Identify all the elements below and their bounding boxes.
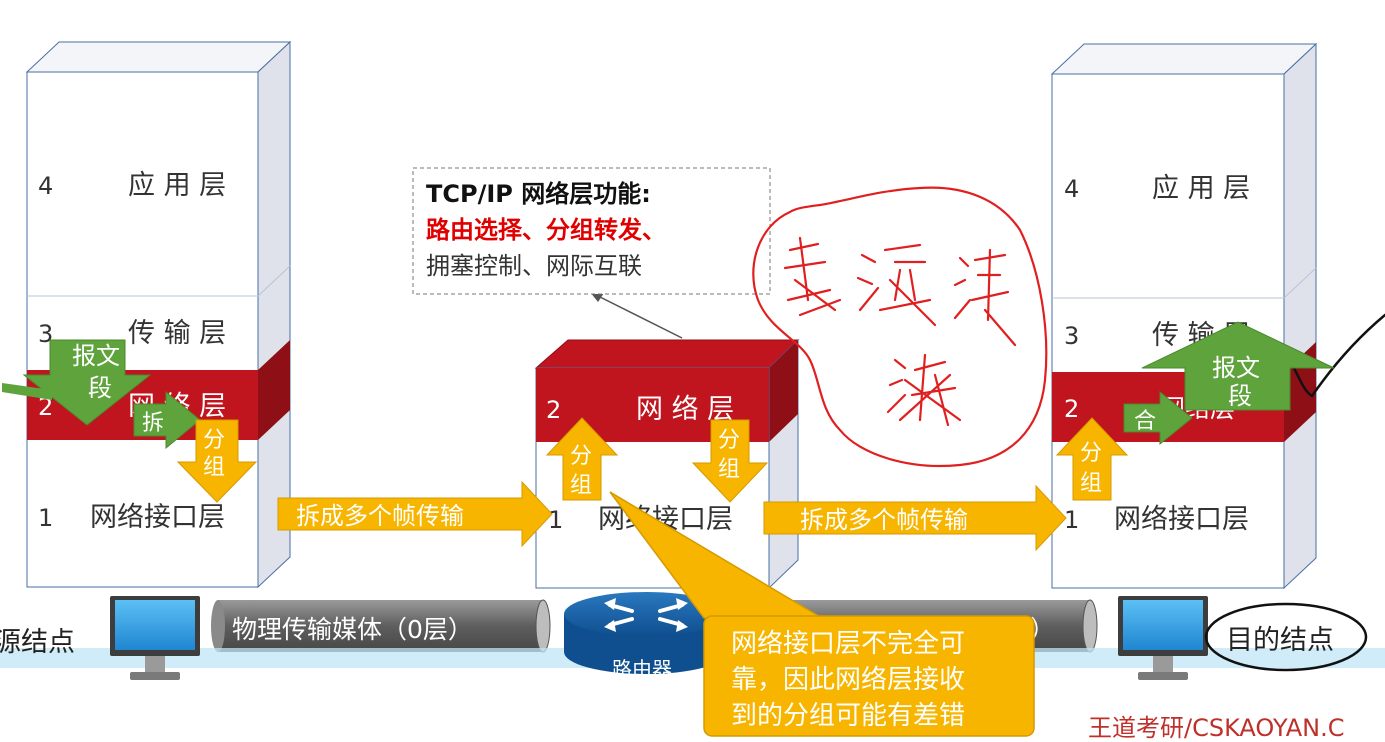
dest-stack: 4 应 用 层 3 传 输 层 2 网络层 1 网络接口层 xyxy=(1050,42,1318,590)
callout-bottom-line-3: 到的分组可能有差错 xyxy=(731,701,965,731)
router-packet-down-text-2: 组 xyxy=(718,457,740,482)
router-packet-up-text-1: 分 xyxy=(570,444,592,469)
dest-layer1-name: 网络接口层 xyxy=(1114,504,1249,535)
ink-checkmark xyxy=(1292,313,1385,398)
dest-segment-arrow: 报文 段 xyxy=(1141,321,1335,411)
router-packet-up-arrow: 分 组 xyxy=(545,417,619,501)
source-layer4-num: 4 xyxy=(38,172,53,200)
ink-scribble-3 xyxy=(953,248,1017,347)
dest-layer2-num: 2 xyxy=(1064,395,1079,423)
source-node-label: 源结点 xyxy=(0,627,75,658)
router-packet-down-arrow: 分 组 xyxy=(691,419,769,503)
dest-layer1-num: 1 xyxy=(1064,506,1079,534)
source-stack-front xyxy=(26,71,259,588)
router-network-band-side xyxy=(769,340,798,442)
dest-layer4-name: 应 用 层 xyxy=(1152,173,1250,204)
source-packet-text-2: 组 xyxy=(203,455,225,480)
source-segment-text-1: 报文 xyxy=(72,342,120,370)
dest-layer4-num: 4 xyxy=(1064,175,1079,203)
callout-bottom-line-2: 靠，因此网络层接收 xyxy=(731,665,965,695)
router-packet-down-text-1: 分 xyxy=(718,428,740,453)
source-split-label: 拆 xyxy=(142,411,164,436)
router-label: 路由器 xyxy=(612,657,672,681)
source-stack-top xyxy=(25,41,292,73)
source-packet-arrow: 分 组 xyxy=(176,419,258,503)
router-packet-up-text-2: 组 xyxy=(570,473,592,498)
router-frames-arrow: 拆成多个帧传输 xyxy=(763,484,1067,552)
ink-closed-loop xyxy=(752,186,1048,467)
dest-layer3-num: 3 xyxy=(1064,322,1079,350)
ink-scribble-2 xyxy=(856,243,937,327)
router-stack-top xyxy=(534,339,800,369)
dest-segment-text-2: 段 xyxy=(1228,382,1252,410)
watermark: 王道考研/CSKAOYAN.C xyxy=(1088,714,1345,742)
router-layer1-num: 1 xyxy=(548,506,563,534)
dest-stack-top xyxy=(1050,43,1318,75)
source-network-band-side xyxy=(258,340,290,440)
physical-media-left: 物理传输媒体（0层） xyxy=(211,599,551,653)
source-segment-arrow: 报文 段 xyxy=(22,339,152,426)
router-icon: 路由器 xyxy=(564,592,728,681)
source-layer3-name: 传 输 层 xyxy=(128,318,226,349)
source-packet-text-1: 分 xyxy=(203,428,225,453)
callout-title: TCP/IP 网络层功能: xyxy=(426,180,651,208)
source-stack: 4 应 用 层 3 传 输 层 2 网 络 层 1 网络接口层 xyxy=(25,40,292,589)
source-segment-text-2: 段 xyxy=(88,374,112,402)
source-split-arrow: 拆 xyxy=(133,390,201,450)
dest-stack-side xyxy=(1283,42,1317,590)
callout-bottom-line-1: 网络接口层不完全可 xyxy=(731,629,965,659)
ink-scribble-4 xyxy=(886,353,962,427)
dest-monitor-icon xyxy=(1118,596,1208,680)
source-layer4-name: 应 用 层 xyxy=(128,170,226,201)
dest-merge-label: 合 xyxy=(1134,409,1156,434)
source-monitor-icon xyxy=(110,596,200,680)
source-layer2-num: 2 xyxy=(38,393,53,421)
source-layer1-num: 1 xyxy=(38,504,53,532)
error-warning-callout: 网络接口层不完全可 靠，因此网络层接收 到的分组可能有差错 xyxy=(609,491,1035,737)
source-segment-tail xyxy=(2,383,52,400)
dest-node-label: 目的结点 xyxy=(1226,625,1334,656)
dest-packet-up-text-2: 组 xyxy=(1080,471,1102,496)
ink-scribble-1 xyxy=(783,236,842,317)
network-layer-function-callout: TCP/IP 网络层功能: 路由选择、分组转发、 拥塞控制、网际互联 xyxy=(412,167,771,339)
dest-merge-arrow: 合 xyxy=(1123,390,1193,446)
source-layer3-num: 3 xyxy=(38,320,53,348)
dest-node-ink-circle xyxy=(1204,602,1368,672)
dest-segment-text-1: 报文 xyxy=(1212,354,1260,382)
source-frames-arrow: 拆成多个帧传输 xyxy=(277,480,553,548)
handwritten-annotation xyxy=(752,186,1048,467)
dest-packet-up-arrow: 分 组 xyxy=(1055,417,1129,501)
source-frames-label: 拆成多个帧传输 xyxy=(296,502,464,530)
router-frames-label: 拆成多个帧传输 xyxy=(800,506,968,534)
callout-red-line: 路由选择、分组转发、 xyxy=(426,216,666,244)
router-layer2-num: 2 xyxy=(546,396,561,424)
source-layer1-name: 网络接口层 xyxy=(90,502,225,533)
callout-black-line: 拥塞控制、网际互联 xyxy=(426,252,642,280)
physical-media-left-label: 物理传输媒体（0层） xyxy=(232,615,473,644)
dest-packet-up-text-1: 分 xyxy=(1080,441,1102,466)
